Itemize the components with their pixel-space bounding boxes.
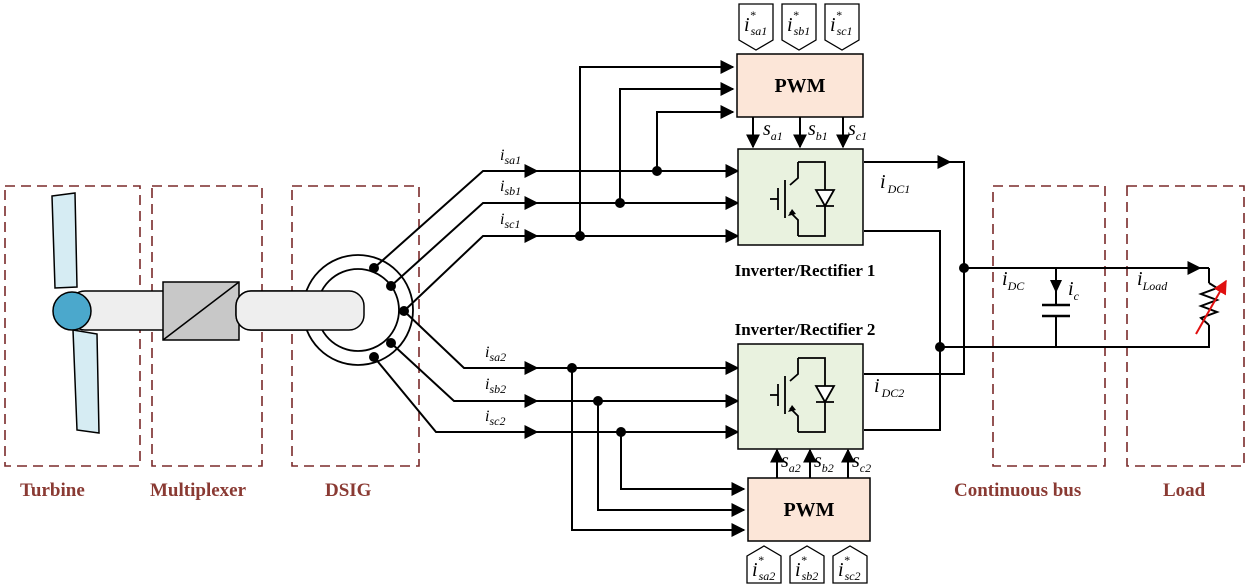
section-label-continuous-bus: Continuous bus	[954, 480, 1081, 501]
current-isa1: isa1	[500, 147, 521, 167]
current-isb2: isb2	[485, 376, 506, 396]
switch-sc2: sc2	[852, 450, 871, 475]
ref-sa2-main: i	[752, 559, 758, 581]
switch-sc1: sc1	[848, 118, 867, 143]
ref-sc2-main: i	[838, 559, 844, 581]
ref-sc1-main: i	[830, 14, 836, 36]
converter-2	[737, 343, 864, 450]
variable-load-arrow	[1195, 279, 1227, 335]
section-label-turbine: Turbine	[20, 480, 85, 501]
ref-tag-sc2: i* sc2	[832, 545, 868, 584]
ref-sa1-sub: sa1	[751, 24, 768, 38]
switch-sa1: sa1	[763, 118, 783, 143]
switch-sb2: sb2	[814, 450, 834, 475]
ref-sc1-sup: *	[836, 8, 842, 22]
phase-currents-set2: isa2 isb2 isc2	[485, 344, 506, 428]
label-iload: iLoad	[1137, 268, 1168, 293]
converter-1	[737, 148, 864, 246]
turbine-hub	[52, 291, 92, 331]
igbt-symbol-2	[770, 357, 836, 433]
svg-text:i*sb2: i* sb2	[795, 553, 818, 583]
ref-tag-sc1: i* sc1	[824, 3, 860, 51]
load-box	[1126, 185, 1245, 467]
ref-tags-top: i*sa1 i*sb1 i*sc1	[738, 3, 860, 51]
svg-text:i*sa2: i* sa2	[752, 553, 775, 583]
ref-sc2-sub: sc2	[845, 569, 861, 583]
ref-sb1-sup: *	[793, 8, 799, 22]
igbt-symbol-1	[770, 161, 836, 237]
section-label-load: Load	[1163, 480, 1206, 501]
ref-sa1-main: i	[744, 14, 750, 36]
continuous-bus-box	[992, 185, 1106, 467]
ref-sc2-sup: *	[844, 553, 850, 567]
ref-sb1-sub: sb1	[794, 24, 811, 38]
ref-sa2-sub: sa2	[759, 569, 776, 583]
current-isc2: isc2	[485, 408, 505, 428]
junction-dots	[369, 166, 969, 437]
phase-currents-set1: isa1 isb1 isc1	[500, 147, 521, 231]
svg-text:i*sc2: i* sc2	[838, 553, 861, 583]
ref-tag-sa2: i* sa2	[746, 545, 782, 584]
gearbox-diagonal	[162, 281, 240, 341]
ref-sb2-sup: *	[801, 553, 807, 567]
pwm-top-label: PWM	[774, 75, 825, 97]
switch-sa2: sa2	[781, 450, 801, 475]
pwm-block-bottom	[747, 477, 871, 542]
ref-sa1-sup: *	[750, 8, 756, 22]
pwm-bottom-label: PWM	[783, 499, 834, 521]
turbine-blade-upper	[51, 192, 78, 289]
current-isc1: isc1	[500, 211, 520, 231]
dsig-machine	[235, 254, 414, 366]
capacitor	[1042, 280, 1070, 318]
pwm-block-top	[736, 53, 864, 118]
ref-tag-sa1: i* sa1	[738, 3, 774, 51]
switch-labels-bottom: sa2 sb2 sc2	[781, 450, 871, 475]
switch-sb1: sb1	[808, 118, 828, 143]
switch-labels-top: sa1 sb1 sc1	[763, 118, 867, 143]
current-isb1: isb1	[500, 178, 521, 198]
ref-tags-bottom: i*sa2 i*sb2 i*sc2	[746, 545, 868, 584]
ref-sc1-sub: sc1	[837, 24, 853, 38]
current-isa2: isa2	[485, 344, 506, 364]
ref-tag-sb1: i* sb1	[781, 3, 817, 51]
label-idc: iDC	[1002, 268, 1025, 293]
ref-sb2-main: i	[795, 559, 801, 581]
ref-sb1-main: i	[787, 14, 793, 36]
ref-sb2-sub: sb2	[802, 569, 819, 583]
load-resistor	[1195, 279, 1227, 335]
ref-tag-sb2: i* sb2	[789, 545, 825, 584]
turbine	[51, 192, 179, 434]
turbine-blade-lower	[72, 329, 100, 434]
label-ic: ic	[1068, 278, 1080, 303]
capacitor-current-arrow	[1050, 280, 1062, 293]
converter-1-label: Inverter/Rectifier 1	[735, 261, 876, 280]
ref-sa2-sup: *	[758, 553, 764, 567]
section-label-multiplexer: Multiplexer	[150, 480, 247, 501]
svg-text:i*sb1: i* sb1	[787, 8, 810, 38]
converter-2-label: Inverter/Rectifier 2	[735, 320, 876, 339]
dsig-rotor-shaft	[235, 290, 365, 331]
section-label-dsig: DSIG	[325, 480, 372, 501]
svg-text:i*sc1: i* sc1	[830, 8, 853, 38]
svg-text:i*sa1: i* sa1	[744, 8, 767, 38]
